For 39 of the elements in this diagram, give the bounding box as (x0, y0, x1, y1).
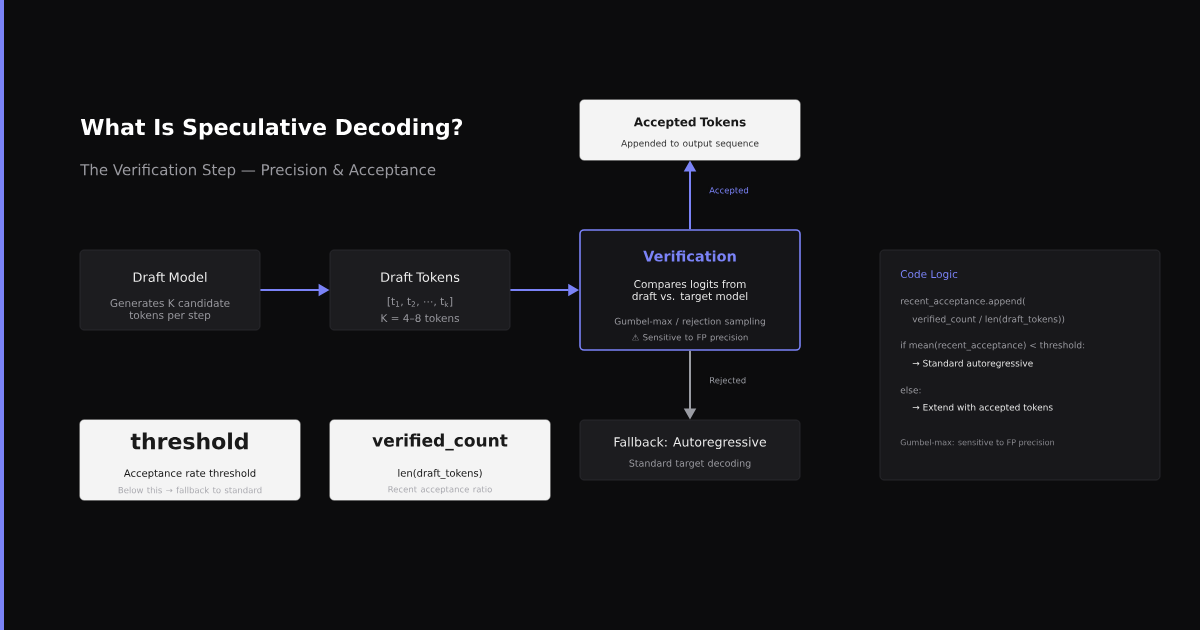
process-box (329, 249, 511, 331)
process-box (79, 249, 261, 331)
variable-name: threshold (130, 432, 248, 450)
method-note: Gumbel-max / rejection sampling (614, 317, 765, 327)
box-note: Recent acceptance ratio (388, 485, 492, 495)
box-title: Verification (643, 250, 736, 262)
box-description: Acceptance rate threshold (123, 469, 256, 479)
panel-title: Code Logic (900, 269, 958, 281)
title: What Is Speculative Decoding? (80, 118, 463, 140)
process-box (579, 419, 801, 481)
box-description: Compares logits from draft vs. target model (632, 279, 748, 303)
token-list: [t$_{1}$, t$_{2}$, ⋯, t$_{k}$] (387, 297, 453, 307)
variable-name: verified_count (372, 433, 508, 451)
box-note: Below this → fallback to standard (118, 486, 262, 494)
value-card (579, 99, 801, 161)
code-note: Gumbel-max: sensitive to FP precision (900, 439, 1054, 447)
box-title: Draft Tokens (381, 271, 460, 283)
code-line: if mean(recent_acceptance) < threshold: (901, 341, 1085, 351)
code-line: → Extend with accepted tokens (912, 403, 1053, 413)
box-description: len(draft_tokens) (398, 469, 482, 479)
box-description: K = 4–8 tokens (381, 313, 460, 323)
code-panel (879, 249, 1161, 481)
box-title: Draft Model (133, 271, 207, 283)
code-line: else: (900, 386, 921, 394)
edge-label: Accepted (709, 186, 749, 196)
box-title: Accepted Tokens (633, 117, 746, 129)
box-title: Fallback: Autoregressive (614, 436, 766, 450)
subtitle: The Verification Step — Precision & Acceptance (80, 163, 436, 179)
value-card (79, 419, 301, 501)
edge-label: Rejected (710, 376, 746, 386)
warning-note: ⚠ Sensitive to FP precision (632, 333, 748, 343)
code-line: → Standard autoregressive (912, 359, 1033, 369)
box-description: Appended to output sequence (621, 139, 759, 149)
value-card (329, 419, 551, 501)
code-line: verified_count / len(draft_tokens)) (912, 315, 1065, 325)
box-description: Standard target decoding (629, 459, 751, 469)
code-line: recent_acceptance.append( (901, 297, 1025, 307)
verification-box (579, 229, 801, 351)
box-description: Generates K candidate tokens per step (110, 298, 230, 322)
